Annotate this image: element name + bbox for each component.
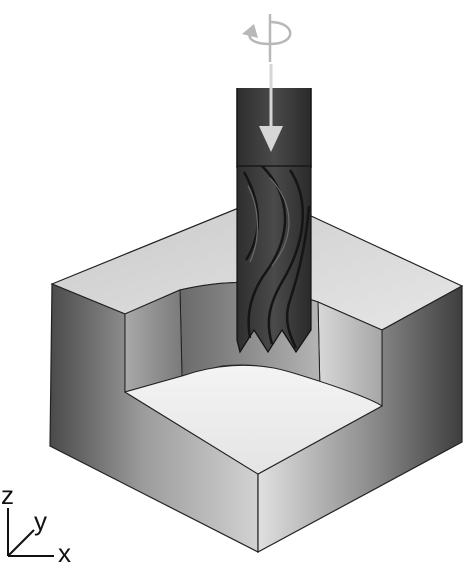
- axis-triad: z y x: [1, 480, 71, 563]
- y-axis-label: y: [34, 506, 47, 536]
- rotation-arrow-icon: [242, 14, 290, 62]
- y-axis-line: [8, 530, 34, 556]
- z-axis-label: z: [1, 480, 14, 510]
- x-axis-label: x: [58, 538, 71, 563]
